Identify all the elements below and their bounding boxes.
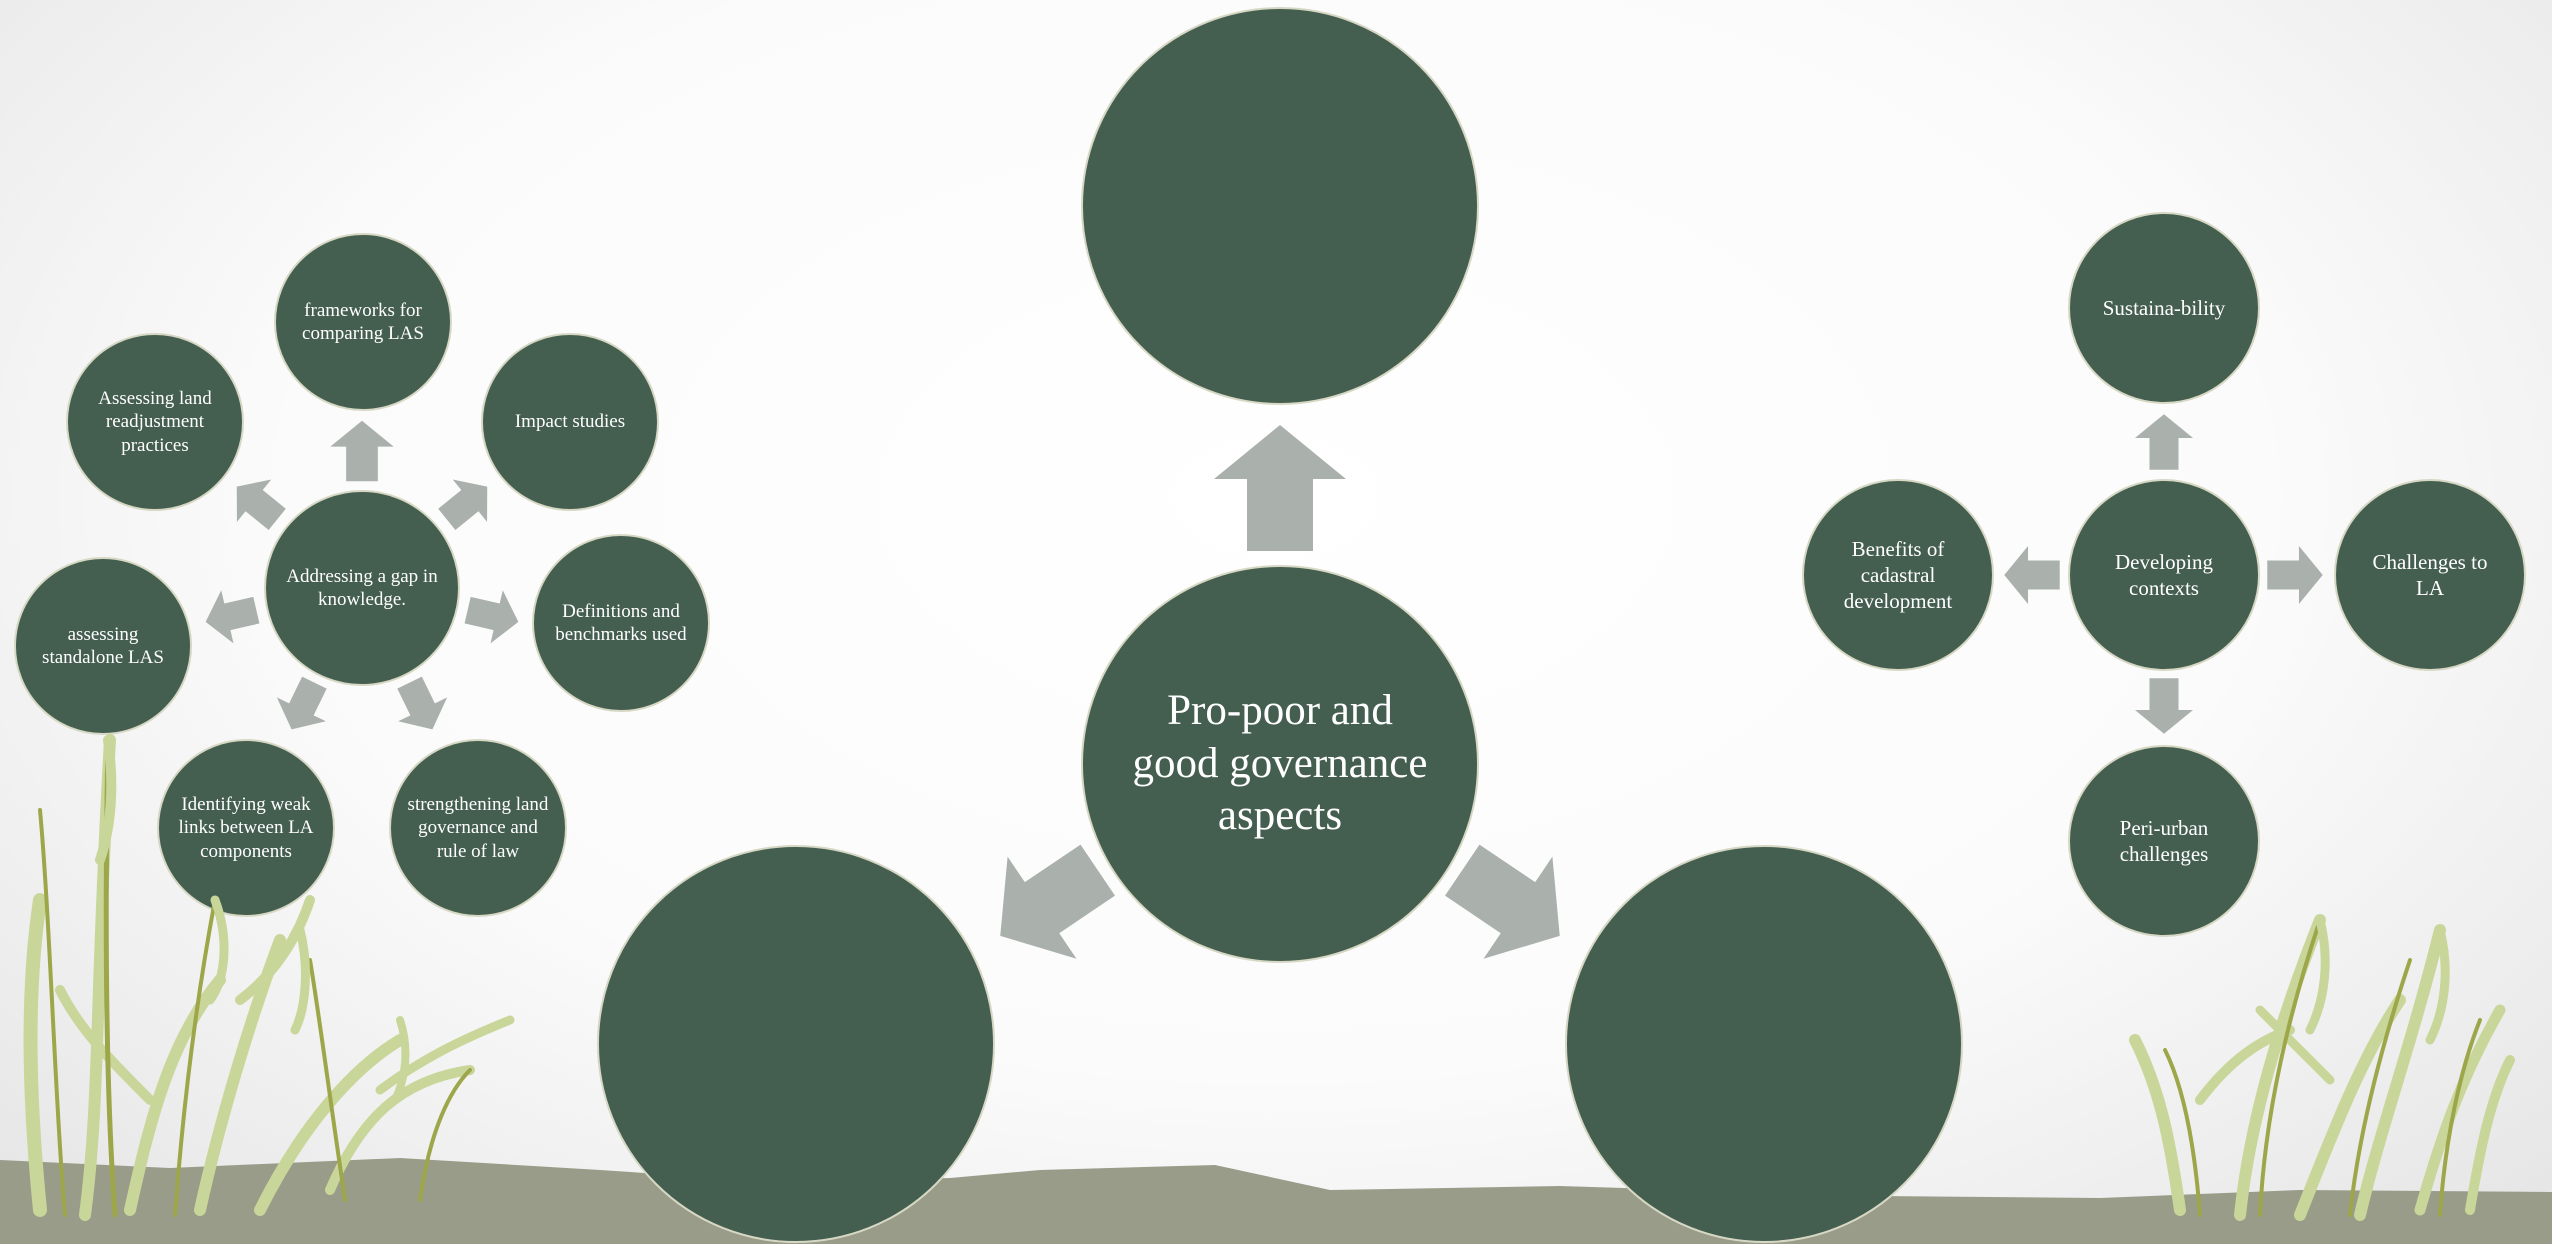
satellite-standalone-label: assessing standalone LAS — [42, 623, 164, 668]
satellite-definitions-label: Definitions and benchmarks used — [555, 600, 687, 645]
peri-urban-label: Peri-urban challenges — [2119, 815, 2209, 866]
peri-urban-circle: Peri-urban challenges — [2068, 745, 2260, 937]
grass-left-icon — [23, 734, 515, 1221]
satellite-frameworks: frameworks for comparing LAS — [274, 233, 452, 411]
cadastral-benefits-label: Benefits of cadastral development — [1843, 536, 1953, 614]
left-hub-circle: Addressing a gap in knowledge. — [264, 490, 460, 686]
center-label: Pro-poor and good governance aspects — [1132, 687, 1428, 840]
right-hub-circle: Developing contexts — [2068, 479, 2260, 671]
satellite-impact-studies: Impact studies — [481, 333, 659, 511]
satellite-land-readjustment: Assessing land readjustment practices — [66, 333, 244, 511]
satellite-impact-studies-label: Impact studies — [514, 411, 626, 433]
top-empty-circle — [1081, 7, 1479, 405]
satellite-standalone: assessing standalone LAS — [14, 557, 192, 735]
bottom-left-empty-circle — [597, 845, 995, 1243]
satellite-frameworks-label: frameworks for comparing LAS — [302, 299, 424, 344]
sustainability-label: Sustaina-bility — [2102, 295, 2226, 320]
left-hub-label: Addressing a gap in knowledge. — [286, 565, 438, 610]
satellite-strengthening-label: strengthening land governance and rule o… — [407, 794, 549, 862]
satellite-weak-links-label: Identifying weak links between LA compon… — [178, 794, 314, 862]
challenges-label: Challenges to LA — [2372, 549, 2488, 600]
bottom-right-empty-circle — [1565, 845, 1963, 1243]
satellite-definitions: Definitions and benchmarks used — [532, 534, 710, 712]
challenges-circle: Challenges to LA — [2334, 479, 2526, 671]
satellite-strengthening: strengthening land governance and rule o… — [389, 739, 567, 917]
center-circle: Pro-poor and good governance aspects — [1081, 565, 1479, 963]
satellite-weak-links: Identifying weak links between LA compon… — [157, 739, 335, 917]
grass-right-icon — [2129, 914, 2515, 1221]
right-hub-label: Developing contexts — [2115, 549, 2213, 600]
cadastral-benefits-circle: Benefits of cadastral development — [1802, 479, 1994, 671]
ground — [0, 1158, 2552, 1244]
sustainability-circle: Sustaina-bility — [2068, 212, 2260, 404]
satellite-land-readjustment-label: Assessing land readjustment practices — [98, 388, 212, 456]
